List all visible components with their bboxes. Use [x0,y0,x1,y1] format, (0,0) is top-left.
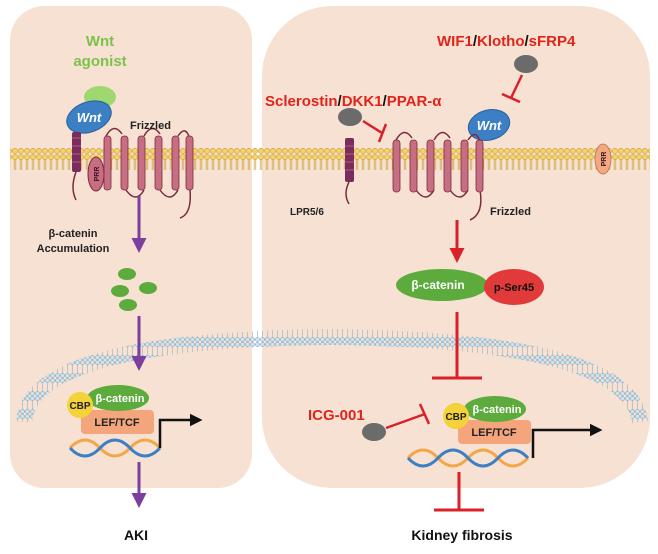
dna-helix-right [406,448,530,468]
inhibitor-ligand-top [514,55,538,73]
wnt-agonist-label-line1: Wnt [86,33,114,50]
icg-001-ligand [362,423,386,441]
separator-2: / [525,33,530,50]
bcatenin-nuclear-left [87,385,149,411]
wnt-label-right: Wnt [477,118,502,133]
inhibitor-ppar-alpha: PPAR-α [387,93,443,110]
wnt-agonist-label-line2: agonist [73,53,126,70]
inhibition-bar-top [501,74,524,104]
transcription-arrow-right [531,423,603,458]
inhibitor-dkk1: DKK1 [342,93,383,110]
inhibitor-sfrp4: sFRP4 [529,33,576,50]
bcatenin-cytosol-label: β-catenin [411,278,464,292]
inhibitor-klotho: Klotho [477,33,524,50]
transcription-arrow-left [158,413,203,448]
bcatenin-nuclear-label-left: β-catenin [96,393,145,405]
frizzled-label-right: Frizzled [490,206,531,218]
cbp-right [443,403,469,429]
lef-tcf-box-left [81,410,154,434]
lpr-coreceptor [345,138,354,205]
bcatenin-accum-line2: Accumulation [37,243,110,255]
bcatenin-nuclear-right [464,396,526,422]
nuclear-membrane [16,328,648,424]
icg-001-label: ICG-001 [308,407,365,424]
prr-receptor-right [594,143,612,175]
bcatenin-nuclear-label-right: β-catenin [473,404,522,416]
separator-1: / [473,33,478,50]
wnt-ligand-left [66,100,112,134]
wnt-ligand-right [467,109,511,141]
lef-tcf-label-right: LEF/TCF [471,427,516,439]
inhibitors-mid-label: Sclerostin/DKK1/PPAR-α [265,93,442,110]
inhibitor-sclerostin: Sclerostin [265,93,338,110]
outcome-aki: AKI [124,527,148,543]
plasma-membrane [10,148,650,170]
pser45-badge [484,269,544,305]
dna-helix-left [68,438,162,458]
outcome-kidney-fibrosis: Kidney fibrosis [411,527,512,543]
wnt-label-left: Wnt [77,110,102,125]
inhibitors-top-label: WIF1/Klotho/sFRP4 [437,33,576,50]
cbp-label-right: CBP [445,412,466,423]
frizzled-receptor-left [103,127,194,219]
bcatenin-cytosol-right [396,269,488,301]
prr-receptor-left [72,132,105,201]
cbp-label-left: CBP [69,401,90,412]
lef-tcf-box-right [458,420,531,444]
separator-3: / [338,93,343,110]
prr-label-right: PRR [601,152,608,167]
separator-4: / [383,93,388,110]
frizzled-label-left: Frizzled [130,120,171,132]
cbp-left [67,392,93,418]
lpr-label: LPR5/6 [290,207,324,218]
frizzled-receptor-right [392,131,484,221]
inhibitor-wif1: WIF1 [437,33,473,50]
icg-inhibition [385,403,431,430]
bcatenin-particles [111,268,157,311]
inhibitor-ligand-mid [338,108,362,126]
lef-tcf-label-left: LEF/TCF [94,417,139,429]
pser45-label: p-Ser45 [494,282,534,294]
prr-label-left: PRR [94,167,101,182]
inhibition-bar-mid [362,119,388,143]
bcatenin-accum-line1: β-catenin [49,228,98,240]
